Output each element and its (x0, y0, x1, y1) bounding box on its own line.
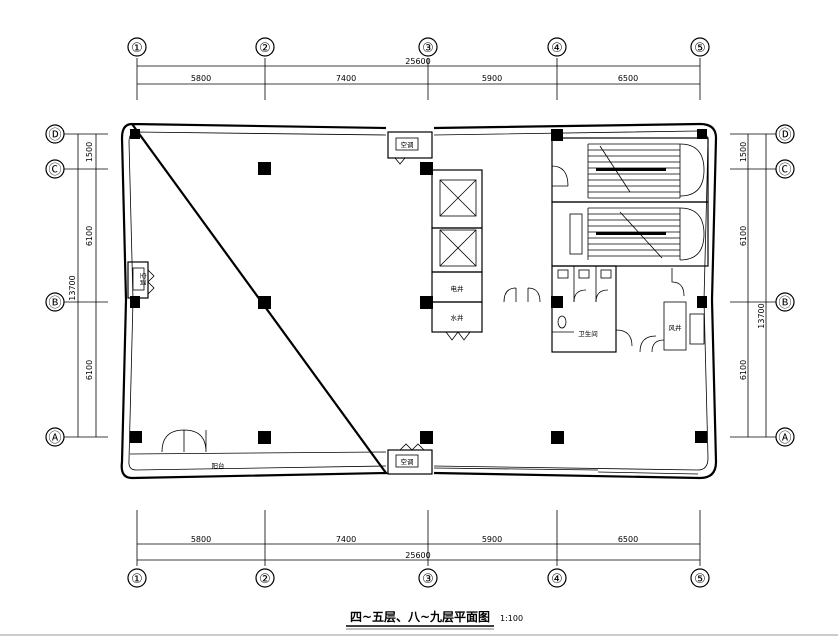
bottom-dim-2: 7400 (336, 535, 356, 544)
right-dim-1: 1500 (739, 142, 748, 162)
ac-label-top: 空调 (401, 140, 414, 149)
axis-label-B-left: Ⓑ (48, 296, 61, 311)
elevator-core: 电井 水井 (431, 169, 541, 341)
axis-label-1-top: ① (131, 41, 143, 56)
right-dim-3: 6100 (739, 360, 748, 380)
top-dim-2: 7400 (336, 74, 356, 83)
right-axis-bubbles: Ⓓ Ⓒ Ⓑ Ⓐ (730, 124, 795, 447)
axis-label-C-right: Ⓒ (778, 163, 791, 178)
top-dim-3: 5900 (482, 74, 502, 83)
stair-treads-lower (569, 207, 705, 261)
axis-label-4-bottom: ④ (551, 572, 563, 587)
axis-label-5-bottom: ⑤ (694, 572, 706, 587)
restroom-area: 卫生间 风井 (551, 265, 705, 353)
restroom-label: 卫生间 (578, 329, 598, 338)
bottom-dimensions: 5800 7400 5900 6500 25600 (136, 510, 701, 566)
left-axis-bubbles: Ⓓ Ⓒ Ⓑ Ⓐ (45, 124, 108, 447)
right-total-dim: 13700 (757, 303, 766, 328)
bottom-axis-bubbles: ① ② ③ ④ ⑤ (127, 568, 710, 588)
left-dim-3: 6100 (85, 360, 94, 380)
balcony-label: 阳台 (212, 461, 225, 470)
axis-label-D-right: Ⓓ (778, 128, 791, 143)
axis-label-A-left: Ⓐ (48, 431, 61, 446)
axis-label-D-left: Ⓓ (48, 128, 61, 143)
structural-columns (130, 129, 707, 444)
left-dim-1: 1500 (85, 142, 94, 162)
left-dim-2: 6100 (85, 226, 94, 246)
axis-label-3-top: ③ (422, 41, 434, 56)
bottom-total-dim: 25600 (405, 551, 430, 560)
top-axis-bubbles: ① ② ③ ④ ⑤ (127, 37, 710, 57)
plan-title: 四~五层、八~九层平面图 (350, 609, 490, 624)
axis-label-2-top: ② (259, 41, 271, 56)
plan-scale: 1:100 (500, 614, 523, 623)
top-total-dim: 25600 (405, 57, 430, 66)
right-dim-2: 6100 (739, 226, 748, 246)
top-dim-1: 5800 (191, 74, 211, 83)
balcony-area: 阳台 (161, 429, 225, 470)
exterior-walls (120, 122, 718, 480)
axis-label-1-bottom: ① (131, 572, 143, 587)
ac-units: 空调 空调 空调 (127, 131, 433, 475)
ac-label-left: 空调 (139, 273, 148, 286)
top-dimensions: 25600 5800 7400 5900 6500 (136, 57, 701, 100)
axis-label-C-left: Ⓒ (48, 163, 61, 178)
stair-treads-upper (587, 143, 705, 199)
electric-shaft-label: 电井 (451, 284, 465, 293)
bottom-dim-3: 5900 (482, 535, 502, 544)
axis-label-2-bottom: ② (259, 572, 271, 587)
axis-label-B-right: Ⓑ (778, 296, 791, 311)
ac-label-bottom: 空调 (401, 457, 414, 466)
right-dimensions: 1500 6100 6100 13700 (739, 134, 767, 437)
bottom-dim-4: 6500 (618, 535, 638, 544)
left-dimensions: 13700 1500 6100 6100 (68, 134, 97, 437)
axis-label-3-bottom: ③ (422, 572, 434, 587)
left-total-dim: 13700 (68, 275, 77, 300)
water-shaft-label: 水井 (451, 313, 465, 322)
wind-shaft-label: 风井 (669, 323, 683, 332)
axis-label-5-top: ⑤ (694, 41, 706, 56)
axis-label-4-top: ④ (551, 41, 563, 56)
axis-label-A-right: Ⓐ (778, 431, 791, 446)
stairwells (551, 137, 709, 267)
top-dim-4: 6500 (618, 74, 638, 83)
drawing-title: 四~五层、八~九层平面图 1:100 (346, 609, 523, 630)
bottom-dim-1: 5800 (191, 535, 211, 544)
